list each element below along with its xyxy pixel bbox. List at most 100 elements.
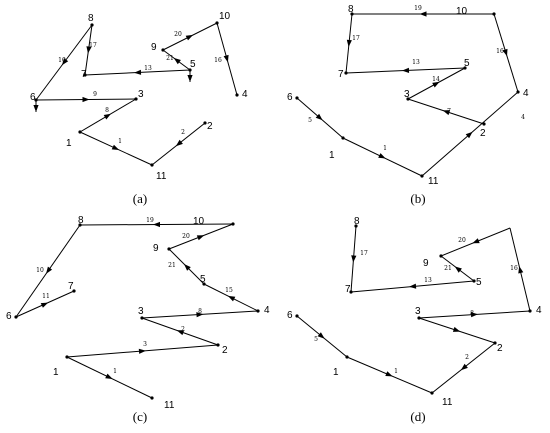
node-label-9: 9 bbox=[153, 243, 159, 254]
node-1 bbox=[341, 136, 345, 140]
edge-label: 16 bbox=[496, 48, 504, 55]
node-label-4: 4 bbox=[264, 305, 270, 316]
edge-label: 1 bbox=[394, 368, 398, 375]
node-10 bbox=[215, 21, 219, 25]
arrow-8-6 bbox=[61, 58, 69, 66]
node-label-4: 4 bbox=[242, 89, 248, 100]
node-label-6: 6 bbox=[6, 311, 12, 322]
arrow-8-7 bbox=[346, 39, 352, 47]
arrow-9-10 bbox=[185, 34, 194, 41]
arrow-5-7 bbox=[402, 67, 410, 73]
edge-label: 2 bbox=[465, 354, 469, 361]
edge-label: 10 bbox=[36, 267, 44, 274]
node-label-11: 11 bbox=[156, 171, 167, 182]
node-3 bbox=[134, 97, 138, 101]
arrow-5-9 bbox=[184, 264, 191, 271]
arrow-3-4 bbox=[470, 312, 478, 318]
node-label-2: 2 bbox=[207, 121, 213, 132]
arrow-1-11 bbox=[105, 373, 113, 379]
arrow-E-9 bbox=[472, 238, 480, 244]
node-1 bbox=[65, 355, 69, 359]
node-8 bbox=[350, 12, 354, 16]
arrow-4-E bbox=[518, 266, 524, 274]
node-label-1: 1 bbox=[66, 138, 72, 149]
node-label-8: 8 bbox=[348, 4, 354, 15]
node-9 bbox=[161, 48, 165, 52]
node-label-11: 11 bbox=[428, 176, 439, 187]
node-4 bbox=[528, 309, 532, 313]
edge-label: 1 bbox=[383, 145, 387, 152]
edge-label: 8 bbox=[198, 308, 202, 315]
node-6 bbox=[295, 314, 299, 318]
arrow-4-5 bbox=[227, 295, 236, 302]
node-label-8: 8 bbox=[88, 13, 94, 24]
node-7 bbox=[349, 290, 353, 294]
node-label-1: 1 bbox=[329, 150, 335, 161]
node-label-6: 6 bbox=[30, 92, 36, 103]
arrow-1-3 bbox=[103, 113, 111, 120]
arrow-8-6 bbox=[46, 266, 53, 274]
node-label-4: 4 bbox=[536, 305, 542, 316]
node-7 bbox=[344, 71, 348, 75]
node-8 bbox=[90, 23, 94, 27]
edge-label: 5 bbox=[314, 336, 318, 343]
node-label-3: 3 bbox=[415, 306, 421, 317]
node-6 bbox=[14, 315, 18, 319]
node-6 bbox=[295, 96, 299, 100]
node-label-7: 7 bbox=[338, 69, 344, 80]
edge-label: 20 bbox=[182, 233, 190, 240]
panel-caption: (c) bbox=[133, 409, 147, 424]
node-7 bbox=[83, 73, 87, 77]
node-2 bbox=[482, 122, 486, 126]
edge-label: 19 bbox=[146, 217, 154, 224]
edge-label: 15 bbox=[225, 287, 233, 294]
panel-caption: (b) bbox=[410, 191, 425, 206]
node-label-5: 5 bbox=[200, 274, 206, 285]
edge-label: 13 bbox=[412, 59, 420, 66]
node-label-8: 8 bbox=[78, 215, 84, 226]
arrow-5-7 bbox=[134, 69, 142, 75]
node-label-2: 2 bbox=[497, 343, 503, 354]
node-10 bbox=[231, 222, 235, 226]
node-9 bbox=[439, 254, 443, 258]
arrow-9-10 bbox=[196, 235, 205, 241]
node-2 bbox=[203, 121, 207, 125]
arrow-10-8 bbox=[419, 11, 427, 17]
node-8 bbox=[78, 223, 82, 227]
node-4 bbox=[235, 93, 239, 97]
node-4 bbox=[256, 309, 260, 313]
panel-caption: (a) bbox=[133, 191, 147, 206]
arrow-3-5 bbox=[432, 81, 440, 88]
node-label-7: 7 bbox=[68, 281, 74, 292]
node-label-3: 3 bbox=[138, 89, 144, 100]
edge-label: 1 bbox=[113, 368, 117, 375]
arrow-2-3 bbox=[176, 330, 185, 336]
arrow-2-11 bbox=[175, 139, 183, 147]
arrow-5-9 bbox=[173, 57, 181, 65]
node-label-2: 2 bbox=[222, 345, 228, 356]
arrow-11-4 bbox=[465, 131, 473, 139]
node-6 bbox=[34, 98, 38, 102]
node-4 bbox=[516, 90, 520, 94]
edge-label: 17 bbox=[360, 250, 368, 257]
arrow-3-4 bbox=[196, 312, 204, 318]
arrow-10-8 bbox=[153, 221, 160, 228]
node-3 bbox=[417, 316, 421, 320]
edge-label: 20 bbox=[174, 31, 182, 38]
node-2 bbox=[493, 341, 497, 345]
edge-label: 13 bbox=[424, 277, 432, 284]
arrow-1-11 bbox=[111, 144, 120, 150]
node-label-7: 7 bbox=[345, 284, 351, 295]
node-3 bbox=[140, 316, 144, 320]
arrow-6-1 bbox=[317, 332, 325, 339]
edge-label: 13 bbox=[144, 65, 152, 72]
arrow-10-4 bbox=[502, 48, 508, 57]
edge-label: 16 bbox=[214, 57, 222, 64]
node-7 bbox=[72, 289, 76, 293]
edge-label: 2 bbox=[181, 326, 185, 333]
arrow-5-7 bbox=[409, 283, 417, 289]
arrow-2-11 bbox=[460, 363, 468, 371]
node-label-4: 4 bbox=[523, 88, 529, 99]
node-11 bbox=[150, 163, 154, 167]
